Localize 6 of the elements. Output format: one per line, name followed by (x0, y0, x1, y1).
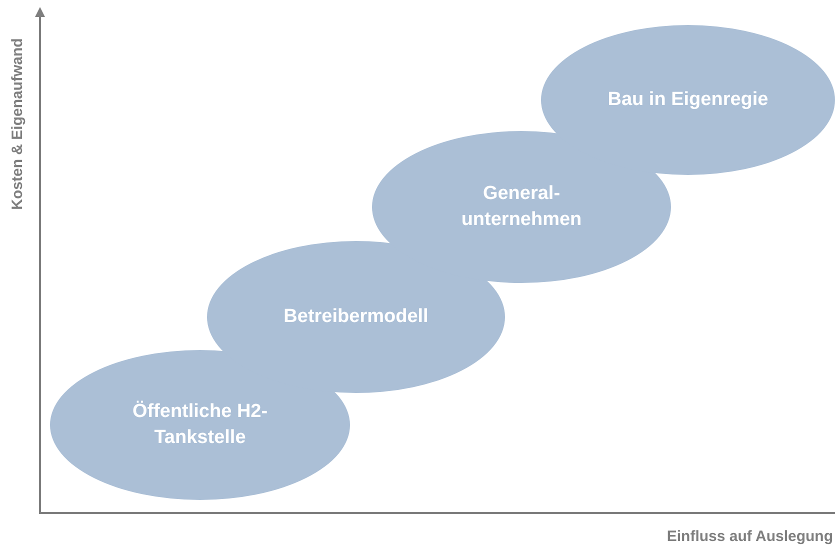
stage-label: Bau in Eigenregie (608, 88, 768, 112)
stage-label: General- unternehmen (460, 182, 583, 232)
stage-label: Öffentliche H2- Tankstelle (131, 400, 269, 450)
axis-title: Einfluss auf Auslegung (666, 527, 833, 547)
stage-label: Betreibermodell (284, 305, 428, 329)
axis-title: Kosten & Eigenaufwand (8, 38, 27, 210)
